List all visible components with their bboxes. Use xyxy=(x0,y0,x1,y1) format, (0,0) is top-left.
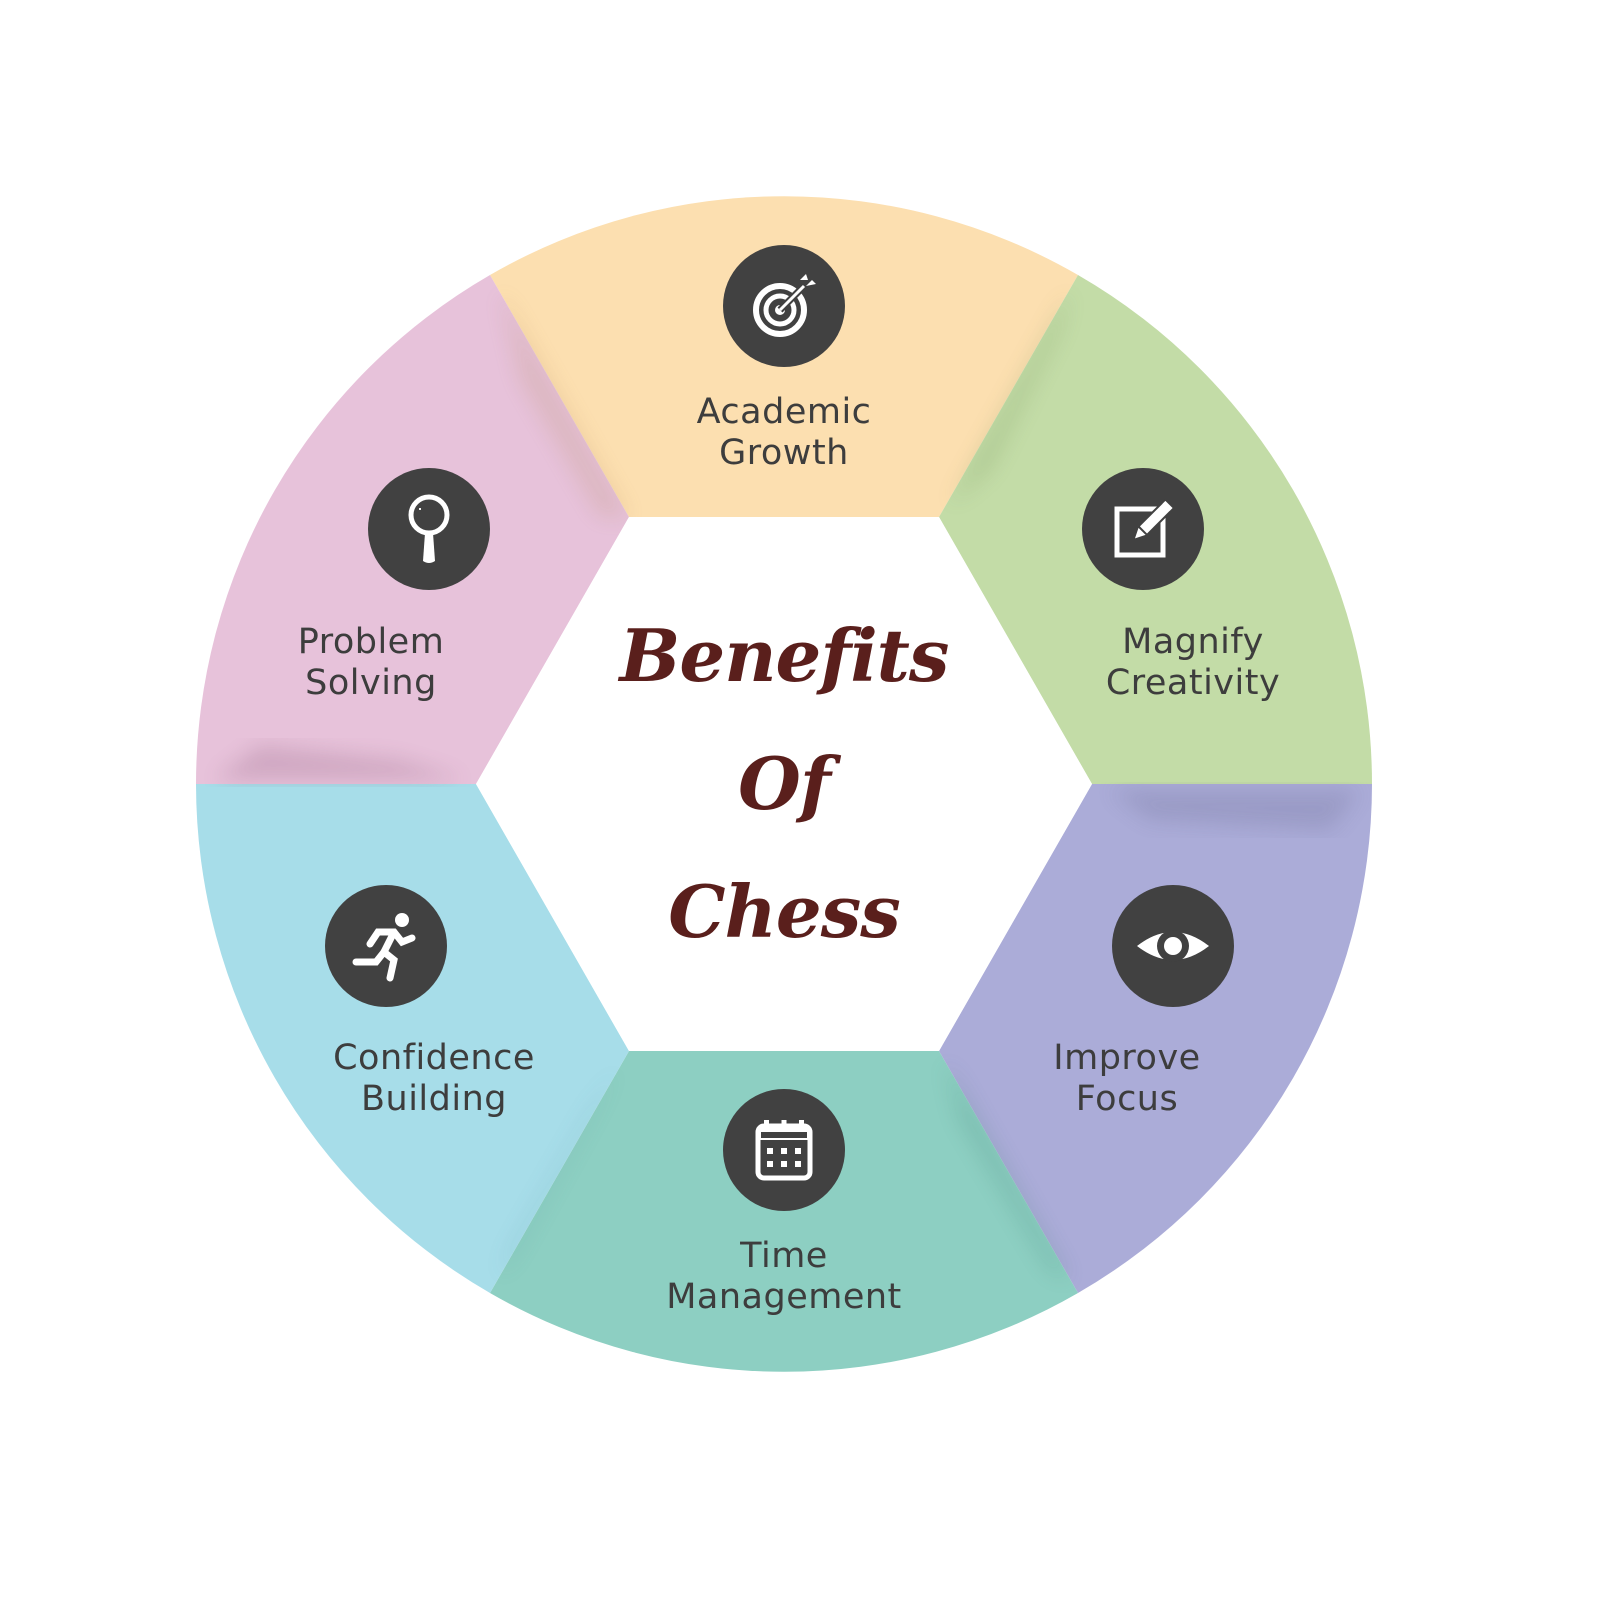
title-line-chess: Chess xyxy=(668,869,901,954)
label-magnify-creativity: Magnify Creativity xyxy=(1105,622,1281,703)
running-person-icon xyxy=(325,885,447,1007)
segment-confidence-building xyxy=(196,784,629,1293)
eye-icon xyxy=(1112,885,1234,1007)
label-academic-growth: Academic Growth xyxy=(696,392,872,473)
center-hexagon-hub xyxy=(476,517,1092,1051)
target-icon xyxy=(723,245,845,367)
segment-improve-focus xyxy=(939,784,1372,1293)
label-time-management: Time Management xyxy=(666,1236,902,1317)
calendar-icon xyxy=(723,1089,845,1211)
center-title: Benefits Of Chess xyxy=(574,592,994,976)
magnifying-glass-icon xyxy=(368,468,490,590)
label-problem-solving: Problem Solving xyxy=(297,622,445,703)
fold-shadows xyxy=(215,290,1360,1280)
label-improve-focus: Improve Focus xyxy=(1053,1038,1201,1119)
label-confidence-building: Confidence Building xyxy=(333,1038,535,1119)
title-line-benefits: Benefits xyxy=(619,613,950,698)
edit-pencil-icon xyxy=(1082,468,1204,590)
segment-time-management xyxy=(490,1051,1078,1372)
title-line-of: Of xyxy=(738,741,831,826)
